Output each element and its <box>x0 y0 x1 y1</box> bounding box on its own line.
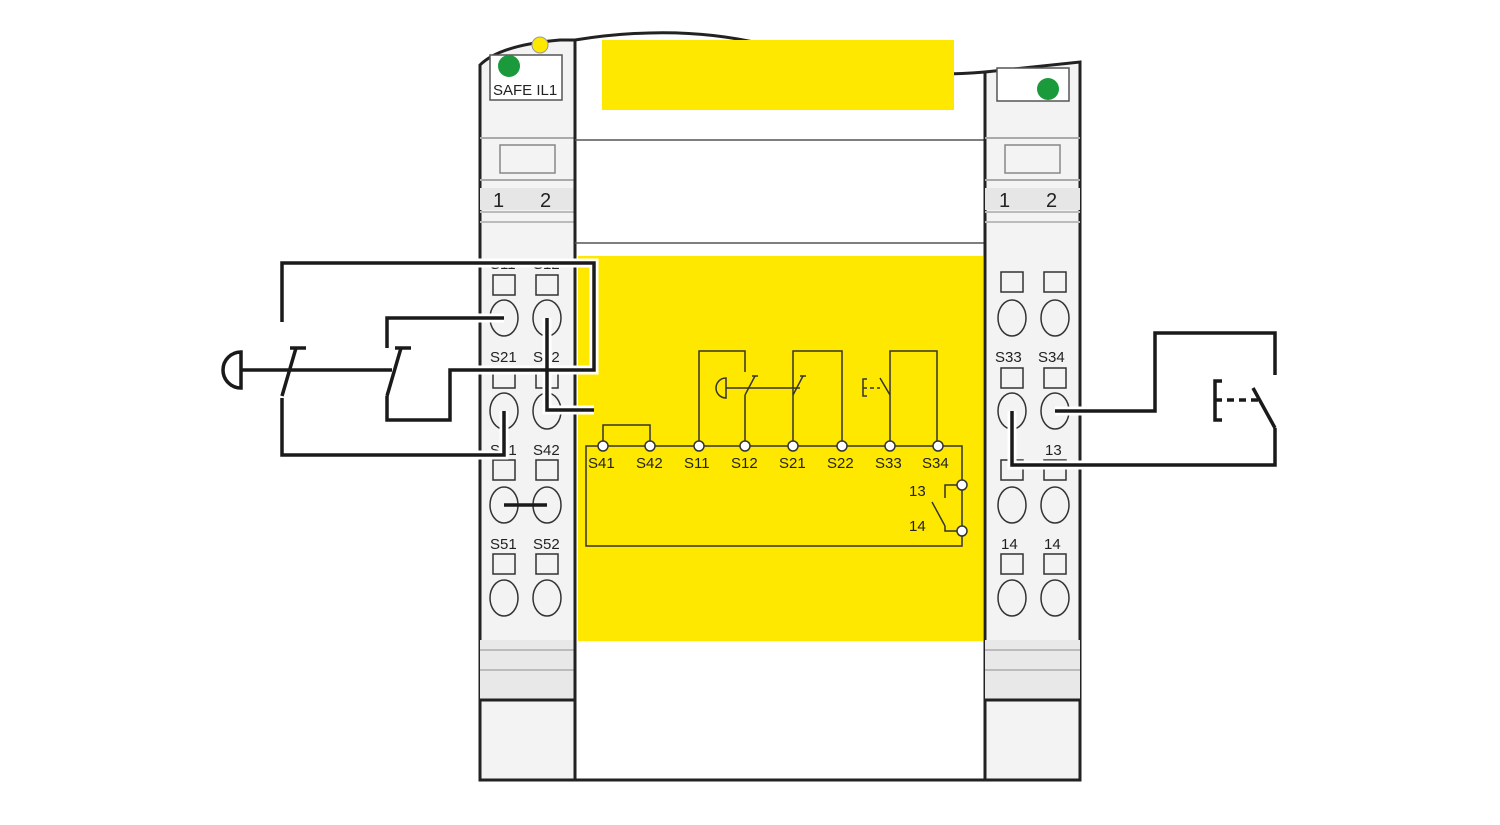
terminal-screw-slot <box>1043 367 1067 389</box>
terminal-label-s21: S21 <box>490 349 517 366</box>
emergency-stop-icon[interactable] <box>221 346 411 397</box>
contact-channel-1 <box>698 350 746 446</box>
terminal-opening[interactable] <box>1040 299 1070 337</box>
screw-icon <box>739 440 751 452</box>
terminal-label-s34: S34 <box>1038 349 1065 366</box>
screw-icon <box>956 479 968 491</box>
terminal-screw-slot <box>1043 271 1067 293</box>
terminal-screw-slot <box>1000 553 1024 575</box>
terminal-label-s51: S51 <box>490 536 517 553</box>
terminal-screw-slot <box>535 459 559 481</box>
right-plug-module <box>983 60 1082 782</box>
terminal-opening[interactable] <box>997 486 1027 524</box>
external-wiring <box>277 258 1280 507</box>
terminal-opening[interactable] <box>1040 579 1070 617</box>
terminal-screw-slot <box>535 274 559 296</box>
schematic-label-s22: S22 <box>827 455 854 472</box>
reset-button-icon[interactable] <box>1213 379 1277 429</box>
schematic-label-s11: S11 <box>684 455 710 472</box>
schematic-label-s12: S12 <box>731 455 758 472</box>
schematic-terminal-screws <box>597 440 968 537</box>
wire-s11 <box>385 316 504 348</box>
terminal-screw-slot <box>492 274 516 296</box>
wire-s21 <box>280 398 506 457</box>
screw-icon <box>836 440 848 452</box>
schematic-label-s41: S41 <box>588 455 615 472</box>
terminal-label-14a: 14 <box>1001 536 1018 553</box>
left-plug-number-1: 1 <box>493 190 504 212</box>
terminal-label-14b: 14 <box>1044 536 1061 553</box>
terminal-screw-slot <box>492 553 516 575</box>
screw-icon <box>884 440 896 452</box>
screw-icon <box>644 440 656 452</box>
terminal-opening[interactable] <box>997 579 1027 617</box>
schematic-label-14: 14 <box>909 518 926 535</box>
terminal-opening[interactable] <box>1040 486 1070 524</box>
screw-icon <box>956 525 968 537</box>
schematic-label-s42: S42 <box>636 455 663 472</box>
schematic-emergency-stop-icon <box>715 377 727 399</box>
led-green-right-icon <box>1037 78 1059 100</box>
terminal-screw-slot <box>1000 367 1024 389</box>
terminal-screw-slot <box>1000 271 1024 293</box>
screw-icon <box>932 440 944 452</box>
device-name-label: SAFE IL1 <box>493 82 557 99</box>
terminal-label-13: 13 <box>1045 442 1062 459</box>
contact-reset <box>889 350 938 446</box>
left-plug-module <box>478 38 577 782</box>
terminal-label-s33: S33 <box>995 349 1022 366</box>
terminal-screw-slot <box>1043 459 1067 481</box>
led-yellow-icon <box>531 36 549 54</box>
screw-icon <box>693 440 705 452</box>
terminal-label-s52: S52 <box>533 536 560 553</box>
terminal-screw-slot <box>492 459 516 481</box>
contact-channel-2 <box>792 350 843 446</box>
wire-s33-reset <box>1010 411 1277 467</box>
center-body <box>573 31 987 782</box>
schematic-label-s33: S33 <box>875 455 902 472</box>
terminal-opening[interactable] <box>997 299 1027 337</box>
wire-loop <box>280 261 596 422</box>
wire-s34-reset <box>1055 331 1277 413</box>
left-plug-number-2: 2 <box>540 190 551 212</box>
bridge-s41-s42 <box>602 424 651 446</box>
schematic-label-13: 13 <box>909 483 926 500</box>
terminal-screw-slot <box>1043 553 1067 575</box>
terminal-opening[interactable] <box>532 579 562 617</box>
schematic-label-s21: S21 <box>779 455 806 472</box>
right-plug-number-2: 2 <box>1046 190 1057 212</box>
terminal-opening[interactable] <box>489 579 519 617</box>
led-green-left-icon <box>498 55 520 77</box>
schematic-yellow-panel <box>578 256 983 641</box>
screw-icon <box>787 440 799 452</box>
terminal-screw-slot <box>535 553 559 575</box>
wire-s12-s22 <box>545 318 594 412</box>
right-plug-number-1: 1 <box>999 190 1010 212</box>
terminal-label-s42: S42 <box>533 442 560 459</box>
schematic-label-s34: S34 <box>922 455 949 472</box>
top-yellow-label-area <box>602 40 954 110</box>
schematic-bus-outline <box>585 445 963 547</box>
screw-icon <box>597 440 609 452</box>
